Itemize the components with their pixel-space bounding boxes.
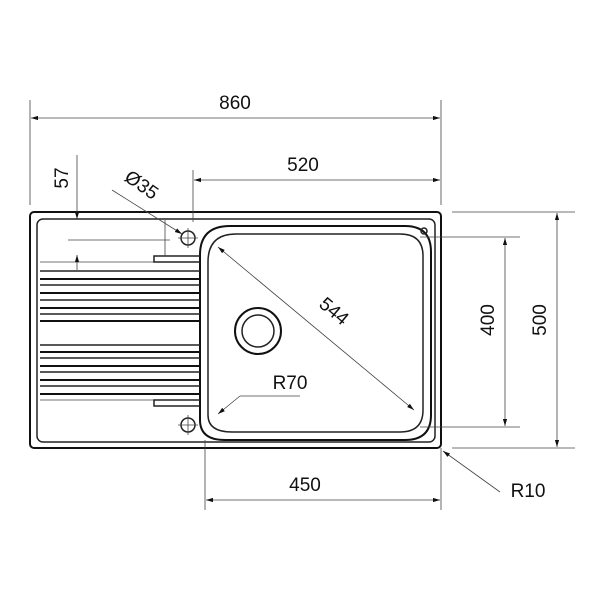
dim-overall-depth: 500 — [530, 304, 551, 336]
dim-bowl-width: 450 — [289, 475, 321, 496]
sink-outline — [29, 211, 442, 449]
tap-hole-marker-bottom — [178, 415, 198, 435]
bowl — [199, 225, 432, 441]
dim-corner-radius: R10 — [511, 481, 546, 502]
dim-bowl-depth: 400 — [478, 304, 499, 336]
tap-hole-marker-top — [178, 228, 198, 248]
drainer-tabs — [153, 255, 200, 407]
dim-bowl-offset-width: 520 — [287, 155, 319, 176]
drainer — [40, 261, 200, 401]
dim-edge-offset: 57 — [52, 167, 73, 188]
dim-diagonal: 544 — [315, 294, 353, 331]
overflow-icon — [420, 227, 428, 235]
dim-tap-hole: Ø35 — [120, 167, 161, 205]
dimension-lines — [29, 100, 575, 510]
dim-overall-width: 860 — [219, 93, 251, 114]
drain-inner-icon — [241, 314, 275, 348]
dim-bowl-radius: R70 — [273, 373, 308, 394]
